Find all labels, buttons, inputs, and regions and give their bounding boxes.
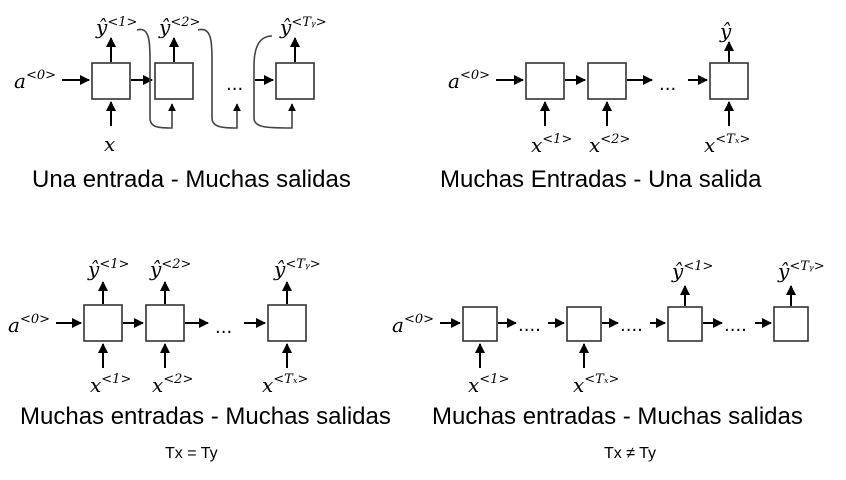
rnn-cell xyxy=(566,306,602,342)
input-label: x<2> xyxy=(152,372,193,397)
rnn-cell xyxy=(525,62,565,100)
rnn-cell xyxy=(275,62,315,100)
panel-many-to-many-equal: a<0> ... x<1> x<2> x<Tₓ> ŷ<1> ŷ<2> ŷ<Tᵧ>… xyxy=(8,257,391,462)
feedback-loop xyxy=(197,28,241,129)
rnn-cell xyxy=(83,304,123,342)
input-label: x<Tₓ> xyxy=(573,372,619,397)
input-label: x<1> xyxy=(531,132,572,157)
a0-label: a<0> xyxy=(8,312,50,337)
length-condition: Tx = Ty xyxy=(165,445,218,462)
ellipsis: ... xyxy=(659,74,676,95)
feedback-loop xyxy=(253,35,296,129)
input-label: x<Tₓ> xyxy=(704,132,750,157)
rnn-cell xyxy=(587,62,627,100)
panel-many-to-one: a<0> ... x<1> x<2> x<Tₓ> ŷ Muchas Entrad… xyxy=(440,19,762,193)
output-label: ŷ<Tᵧ> xyxy=(279,15,327,39)
panel-many-to-many-unequal: a<0> .... .... .... x<1> x<Tₓ> ŷ<1> ŷ<Tᵧ… xyxy=(392,259,825,462)
ellipsis: .... xyxy=(620,315,643,336)
a0-label: a<0> xyxy=(392,312,434,337)
output-label: ŷ<Tᵧ> xyxy=(273,257,321,281)
rnn-cell xyxy=(91,62,131,100)
input-label: x xyxy=(104,132,115,156)
rnn-cell xyxy=(462,306,498,342)
ellipsis: ... xyxy=(226,74,243,95)
rnn-cell xyxy=(709,62,749,100)
panel-one-to-many: a<0> x ŷ<1> ŷ<2> ŷ<Tᵧ> ... Una entrada -… xyxy=(14,15,351,193)
rnn-cell xyxy=(667,306,703,342)
ellipsis: .... xyxy=(518,315,541,336)
output-label: ŷ xyxy=(719,19,732,43)
output-label: ŷ<Tᵧ> xyxy=(777,259,825,283)
rnn-cell xyxy=(154,62,194,100)
rnn-cell xyxy=(773,306,809,342)
output-label: ŷ<1> xyxy=(95,15,137,39)
a0-label: a<0> xyxy=(448,68,490,93)
output-label: ŷ<1> xyxy=(87,257,129,281)
length-condition: Tx ≠ Ty xyxy=(604,445,656,462)
panel-caption: Muchas Entradas - Una salida xyxy=(440,166,762,193)
rnn-cell xyxy=(145,304,185,342)
input-label: x<2> xyxy=(589,132,630,157)
rnn-cell xyxy=(267,304,307,342)
input-label: x<1> xyxy=(468,372,509,397)
a0-label: a<0> xyxy=(14,68,56,93)
output-label: ŷ<2> xyxy=(149,257,191,281)
input-label: x<1> xyxy=(90,372,131,397)
panel-caption: Muchas entradas - Muchas salidas xyxy=(20,403,391,430)
panel-caption: Una entrada - Muchas salidas xyxy=(32,166,351,193)
ellipsis: ... xyxy=(215,317,232,338)
panel-caption: Muchas entradas - Muchas salidas xyxy=(432,403,803,430)
ellipsis: .... xyxy=(724,315,747,336)
feedback-loop xyxy=(136,28,176,129)
input-label: x<Tₓ> xyxy=(262,372,308,397)
output-label: ŷ<1> xyxy=(671,259,713,283)
output-label: ŷ<2> xyxy=(158,15,200,39)
